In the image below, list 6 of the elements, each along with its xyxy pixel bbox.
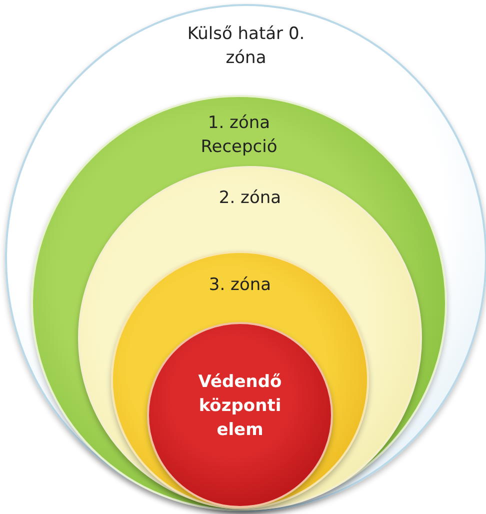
zone-label: 3. zóna [208,274,272,297]
zone-label: 2. zóna [218,187,282,210]
zone-label: Külső határ 0. zóna [186,23,306,70]
zone-label: Védendő központi elem [197,371,283,442]
zone-circle [147,322,333,508]
zone-label: 1. zóna Recepció [200,112,278,159]
